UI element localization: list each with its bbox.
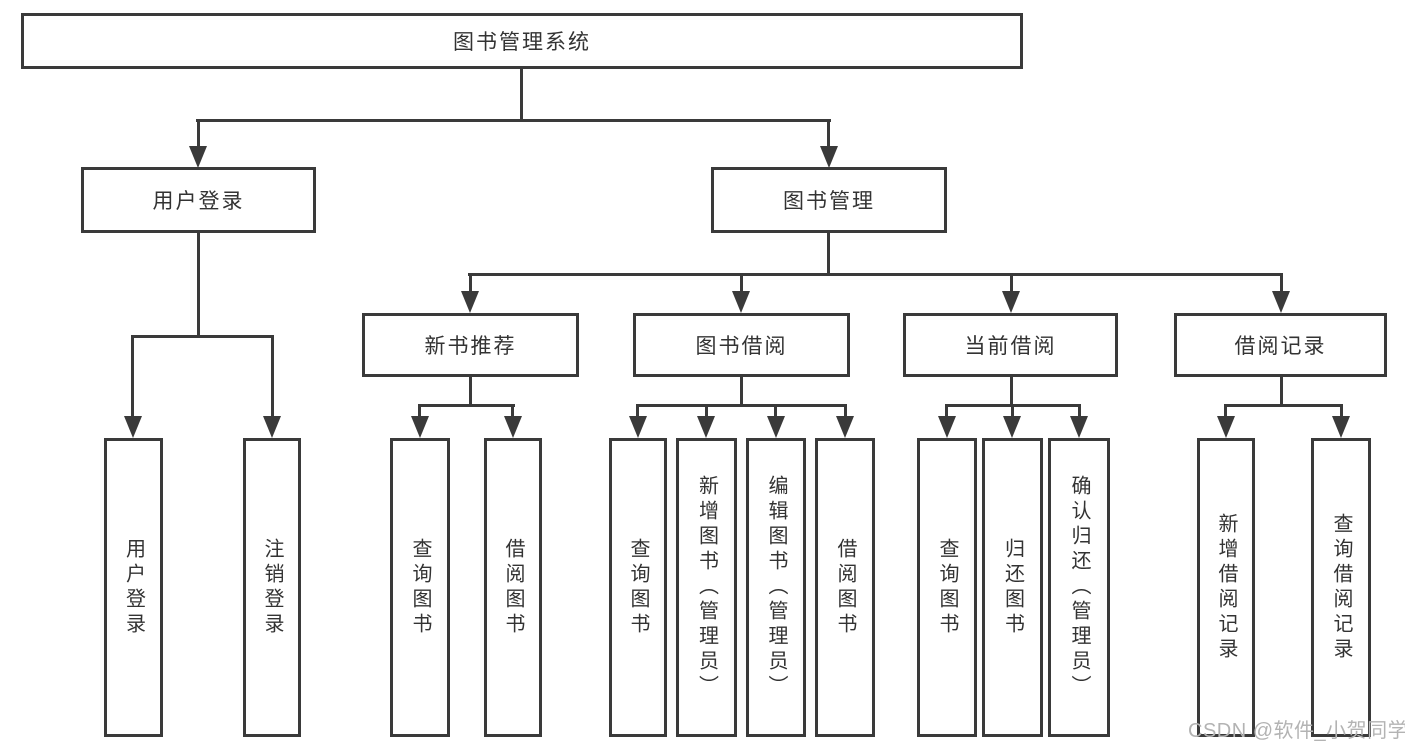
arrowhead-icon <box>411 416 429 438</box>
arrowhead-icon <box>124 416 142 438</box>
arrowhead-icon <box>629 416 647 438</box>
leaf-query-books-3: 查询图书 <box>917 438 977 737</box>
arrowhead-icon <box>938 416 956 438</box>
arrowhead-icon <box>1002 291 1020 313</box>
arrowhead-icon <box>820 146 838 168</box>
connector-line <box>827 233 830 276</box>
connector-line <box>511 404 514 416</box>
connector-line <box>844 404 847 416</box>
connector-line <box>520 69 523 120</box>
arrowhead-icon <box>1217 416 1235 438</box>
connector-line <box>1010 377 1013 407</box>
connector-line <box>740 377 743 407</box>
connector-line <box>636 404 847 407</box>
connector-line <box>1011 404 1014 416</box>
connector-line <box>1340 404 1343 416</box>
connector-line <box>197 119 200 146</box>
arrowhead-icon <box>767 416 785 438</box>
csdn-watermark: CSDN @软件_小贺同学 <box>1188 720 1405 742</box>
leaf-add-book-admin: 新增图书（管理员） <box>676 438 737 737</box>
arrowhead-icon <box>263 416 281 438</box>
arrowhead-icon <box>732 291 750 313</box>
connector-line <box>468 273 1283 276</box>
leaf-borrow-books-2: 借阅图书 <box>815 438 875 737</box>
leaf-return-book: 归还图书 <box>982 438 1043 737</box>
connector-line <box>131 335 134 416</box>
leaf-add-borrow-record: 新增借阅记录 <box>1197 438 1255 737</box>
node-borrowing-records: 借阅记录 <box>1174 313 1387 377</box>
arrowhead-icon <box>461 291 479 313</box>
connector-line <box>1280 377 1283 407</box>
connector-line <box>945 404 948 416</box>
arrowhead-icon <box>504 416 522 438</box>
leaf-logout: 注销登录 <box>243 438 301 737</box>
connector-line <box>131 335 274 338</box>
arrowhead-icon <box>189 146 207 168</box>
leaf-query-borrow-record: 查询借阅记录 <box>1311 438 1371 737</box>
connector-line <box>774 404 777 416</box>
node-user-login: 用户登录 <box>81 167 316 233</box>
node-current-borrowing: 当前借阅 <box>903 313 1118 377</box>
connector-line <box>1010 273 1013 291</box>
node-root: 图书管理系统 <box>21 13 1023 69</box>
connector-line <box>197 233 200 338</box>
leaf-query-books: 查询图书 <box>390 438 450 737</box>
leaf-user-login: 用户登录 <box>104 438 163 737</box>
arrowhead-icon <box>1003 416 1021 438</box>
connector-line <box>196 119 831 122</box>
connector-line <box>418 404 421 416</box>
node-book-management: 图书管理 <box>711 167 947 233</box>
node-new-book-recommendation: 新书推荐 <box>362 313 579 377</box>
arrowhead-icon <box>697 416 715 438</box>
arrowhead-icon <box>1272 291 1290 313</box>
connector-line <box>1224 404 1343 407</box>
leaf-query-books-2: 查询图书 <box>609 438 667 737</box>
node-book-borrowing: 图书借阅 <box>633 313 850 377</box>
connector-line <box>469 377 472 407</box>
connector-line <box>827 119 830 146</box>
leaf-borrow-books: 借阅图书 <box>484 438 542 737</box>
connector-line <box>1078 404 1081 416</box>
arrowhead-icon <box>836 416 854 438</box>
connector-line <box>705 404 708 416</box>
connector-line <box>469 273 472 291</box>
connector-line <box>1280 273 1283 291</box>
connector-line <box>418 404 515 407</box>
connector-line <box>1224 404 1227 416</box>
connector-line <box>271 335 274 416</box>
arrowhead-icon <box>1070 416 1088 438</box>
connector-line <box>636 404 639 416</box>
connector-line <box>740 273 743 291</box>
leaf-edit-book-admin: 编辑图书（管理员） <box>746 438 806 737</box>
leaf-confirm-return-admin: 确认归还（管理员） <box>1048 438 1110 737</box>
arrowhead-icon <box>1332 416 1350 438</box>
